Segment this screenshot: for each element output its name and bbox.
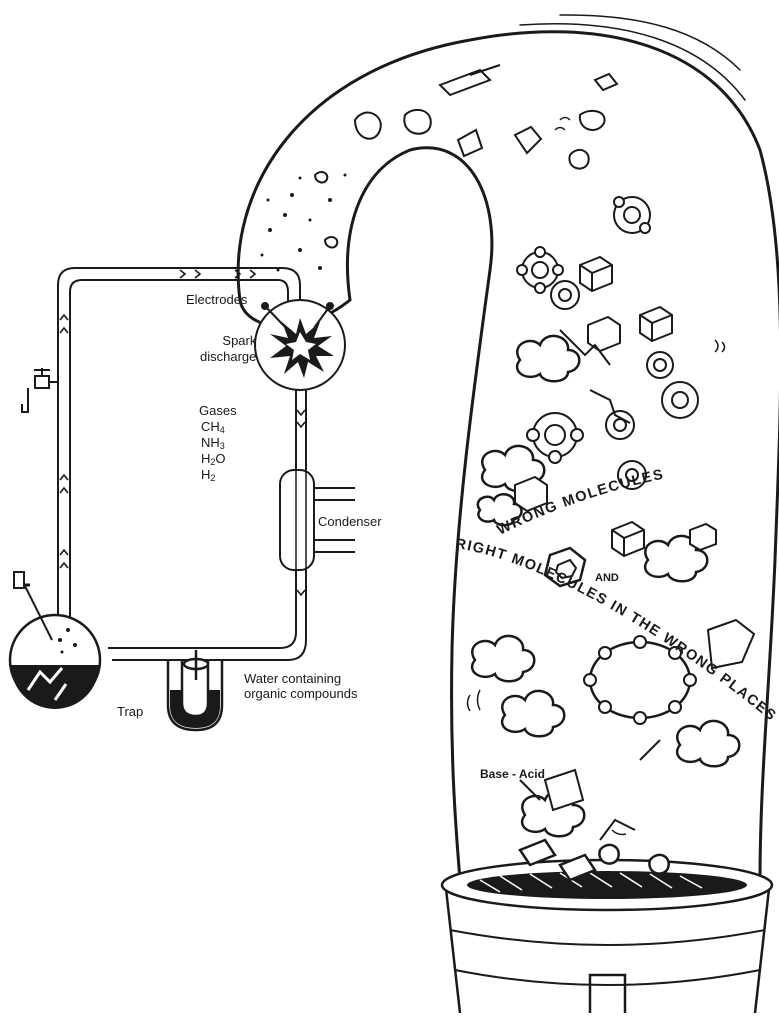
base-acid-label: Base - Acid: [480, 767, 545, 781]
block-molecule: [515, 257, 754, 810]
gas-ch4: CH4: [201, 419, 237, 435]
gases-list: Gases CH4 NH3 H2O H2: [201, 403, 237, 483]
bottom-tube-inner: [112, 570, 306, 660]
spark-discharge-label: Spark discharge: [200, 333, 256, 365]
ring-molecule: [614, 197, 650, 233]
apparatus: [10, 268, 355, 730]
ring-molecule: [647, 352, 673, 378]
gas-h2: H2: [201, 467, 237, 483]
condenser-label: Condenser: [316, 514, 384, 529]
stopcock: [22, 368, 58, 412]
giant-tube: [238, 15, 779, 880]
tube-outer-wall: [238, 32, 779, 880]
particles: [261, 174, 347, 272]
electrodes-label: Electrodes: [186, 292, 247, 307]
ring-molecule: [662, 382, 698, 418]
cloud-molecule: [472, 336, 739, 836]
trap: [168, 650, 222, 730]
gases-title: Gases: [199, 403, 237, 419]
top-flow-arrows: [180, 270, 255, 278]
and-label: AND: [595, 572, 619, 584]
water-line-1: Water containing: [244, 671, 357, 686]
condenser-jacket: [280, 470, 314, 570]
spark-line-2: discharge: [200, 349, 256, 365]
water-line-2: organic compounds: [244, 686, 357, 701]
boiling-flask: [10, 572, 100, 709]
ring-molecule: [551, 281, 579, 309]
waste-basket: [442, 840, 772, 1013]
ring-molecule: [606, 411, 634, 439]
tube-outer-wall-3: [560, 15, 740, 70]
gas-h2o: H2O: [201, 451, 237, 467]
tube-outer-wall-2: [520, 24, 745, 100]
spark-line-1: Spark: [200, 333, 256, 349]
molecule-sketches: [261, 65, 755, 840]
ring-molecule: [517, 247, 563, 293]
trap-label: Trap: [117, 704, 143, 719]
ring-molecule: [527, 413, 583, 463]
top-fragments: [315, 65, 617, 247]
bottom-tube-outer: [108, 570, 296, 648]
left-flow-arrows: [60, 315, 68, 568]
water-label: Water containing organic compounds: [244, 671, 357, 701]
gas-nh3: NH3: [201, 435, 237, 451]
